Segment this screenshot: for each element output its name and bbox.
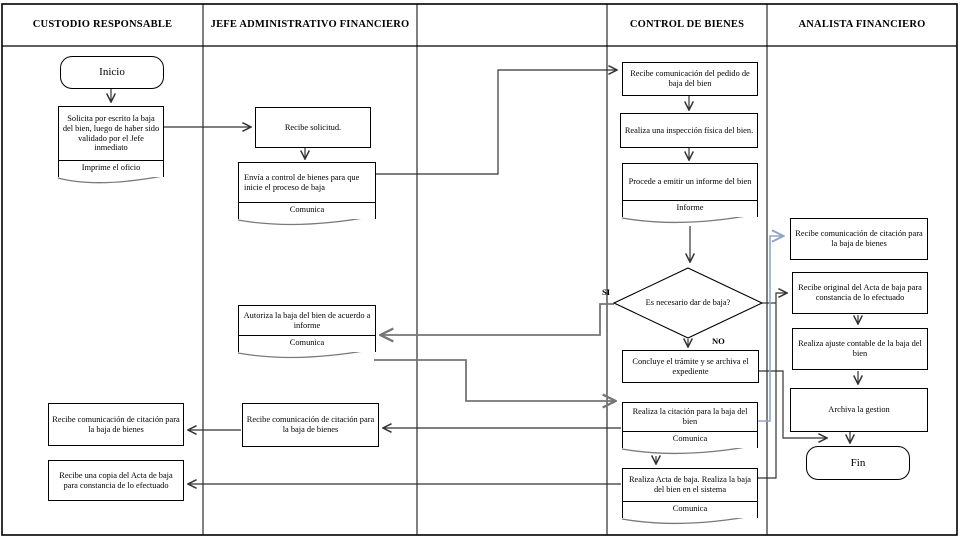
node-citacion-text: Realiza la citación para la baja del bie… [632, 407, 748, 427]
connectors-gray [374, 303, 614, 401]
node-autoriza-section: Comunica [239, 335, 375, 352]
node-concluye: Concluye el trámite y se archiva el expe… [622, 350, 759, 383]
node-archiva-gestion: Archiva la gestion [790, 388, 928, 432]
node-custodio-recibe-citacion: Recibe comunicación de citación para la … [48, 403, 184, 446]
node-autoriza-document: Autoriza la baja del bien de acuerdo a i… [238, 305, 376, 352]
node-analista-recibe-citacion: Recibe comunicación de citación para la … [790, 218, 928, 260]
node-acta-document: Realiza Acta de baja. Realiza la baja de… [622, 468, 758, 518]
node-ajuste-contable: Realiza ajuste contable de la baja del b… [792, 328, 928, 370]
node-envia-section: Comunica [239, 202, 375, 219]
arrow-autoriza-citacion [374, 359, 614, 401]
arrow-acta-analistaacta [758, 293, 786, 479]
node-informe-text: Procede a emitir un informe del bien [628, 177, 752, 187]
node-envia-text: Envía a control de bienes para que inici… [244, 172, 360, 192]
arrow-decision-si-autoriza [382, 303, 614, 335]
node-envia-document: Envía a control de bienes para que inici… [238, 162, 376, 219]
node-solicita-section: Imprime el oficio [59, 160, 163, 177]
lane-header-custodio-label: CUSTODIO RESPONSABLE [32, 19, 173, 31]
node-informe-document: Procede a emitir un informe del bien Inf… [622, 163, 758, 217]
node-acta-text: Realiza Acta de baja. Realiza la baja de… [628, 475, 752, 495]
node-analista-recibe-acta: Recibe original del Acta de baja para co… [792, 272, 928, 314]
lane-header-control: CONTROL DE BIENES [608, 5, 766, 46]
decision-diamond [612, 267, 764, 339]
node-autoriza-text: Autoriza la baja del bien de acuerdo a i… [243, 310, 371, 330]
node-citacion-document: Realiza la citación para la baja del bie… [622, 402, 758, 448]
connectors-blue [757, 236, 782, 422]
lane-header-analista-label: ANALISTA FINANCIERO [798, 19, 926, 31]
node-recibe-solicitud: Recibe solicitud. [255, 107, 371, 148]
lane-header-jefe-label: JEFE ADMINISTRATIVO FINANCIERO [210, 19, 410, 31]
connectors [111, 70, 858, 484]
decision-label-no: NO [712, 336, 725, 346]
node-fin-terminator: Fin [806, 446, 910, 480]
node-solicita-document: Solicita por escrito la baja del bien, l… [58, 106, 164, 177]
node-informe-section: Informe [623, 200, 757, 217]
node-custodio-recibe-copia: Recibe una copia del Acta de baja para c… [48, 460, 184, 501]
node-acta-section: Comunica [623, 501, 757, 518]
lane-header-custodio: CUSTODIO RESPONSABLE [3, 5, 202, 46]
node-recibe-pedido: Recibe comunicación del pedido de baja d… [622, 62, 758, 96]
lane-header-control-label: CONTROL DE BIENES [629, 19, 745, 31]
node-solicita-text: Solicita por escrito la baja del bien, l… [62, 113, 160, 153]
swimlane-grid [1, 3, 958, 536]
wave-solicita [57, 175, 164, 184]
node-jefe-recibe-citacion: Recibe comunicación de citación para la … [242, 403, 379, 447]
arrow-citacion-analistacit [757, 236, 782, 422]
lane-header-jefe: JEFE ADMINISTRATIVO FINANCIERO [204, 5, 416, 46]
node-citacion-section: Comunica [623, 431, 757, 448]
node-decision-text: Es necesario dar de baja? [645, 297, 731, 307]
decision-label-si: SI [602, 287, 611, 297]
arrow-envia-recibepedido [376, 70, 616, 175]
lane-header-analista: ANALISTA FINANCIERO [768, 5, 956, 46]
node-inspeccion: Realiza una inspección física del bien. [620, 113, 758, 148]
node-inicio-terminator: Inicio [60, 56, 164, 89]
